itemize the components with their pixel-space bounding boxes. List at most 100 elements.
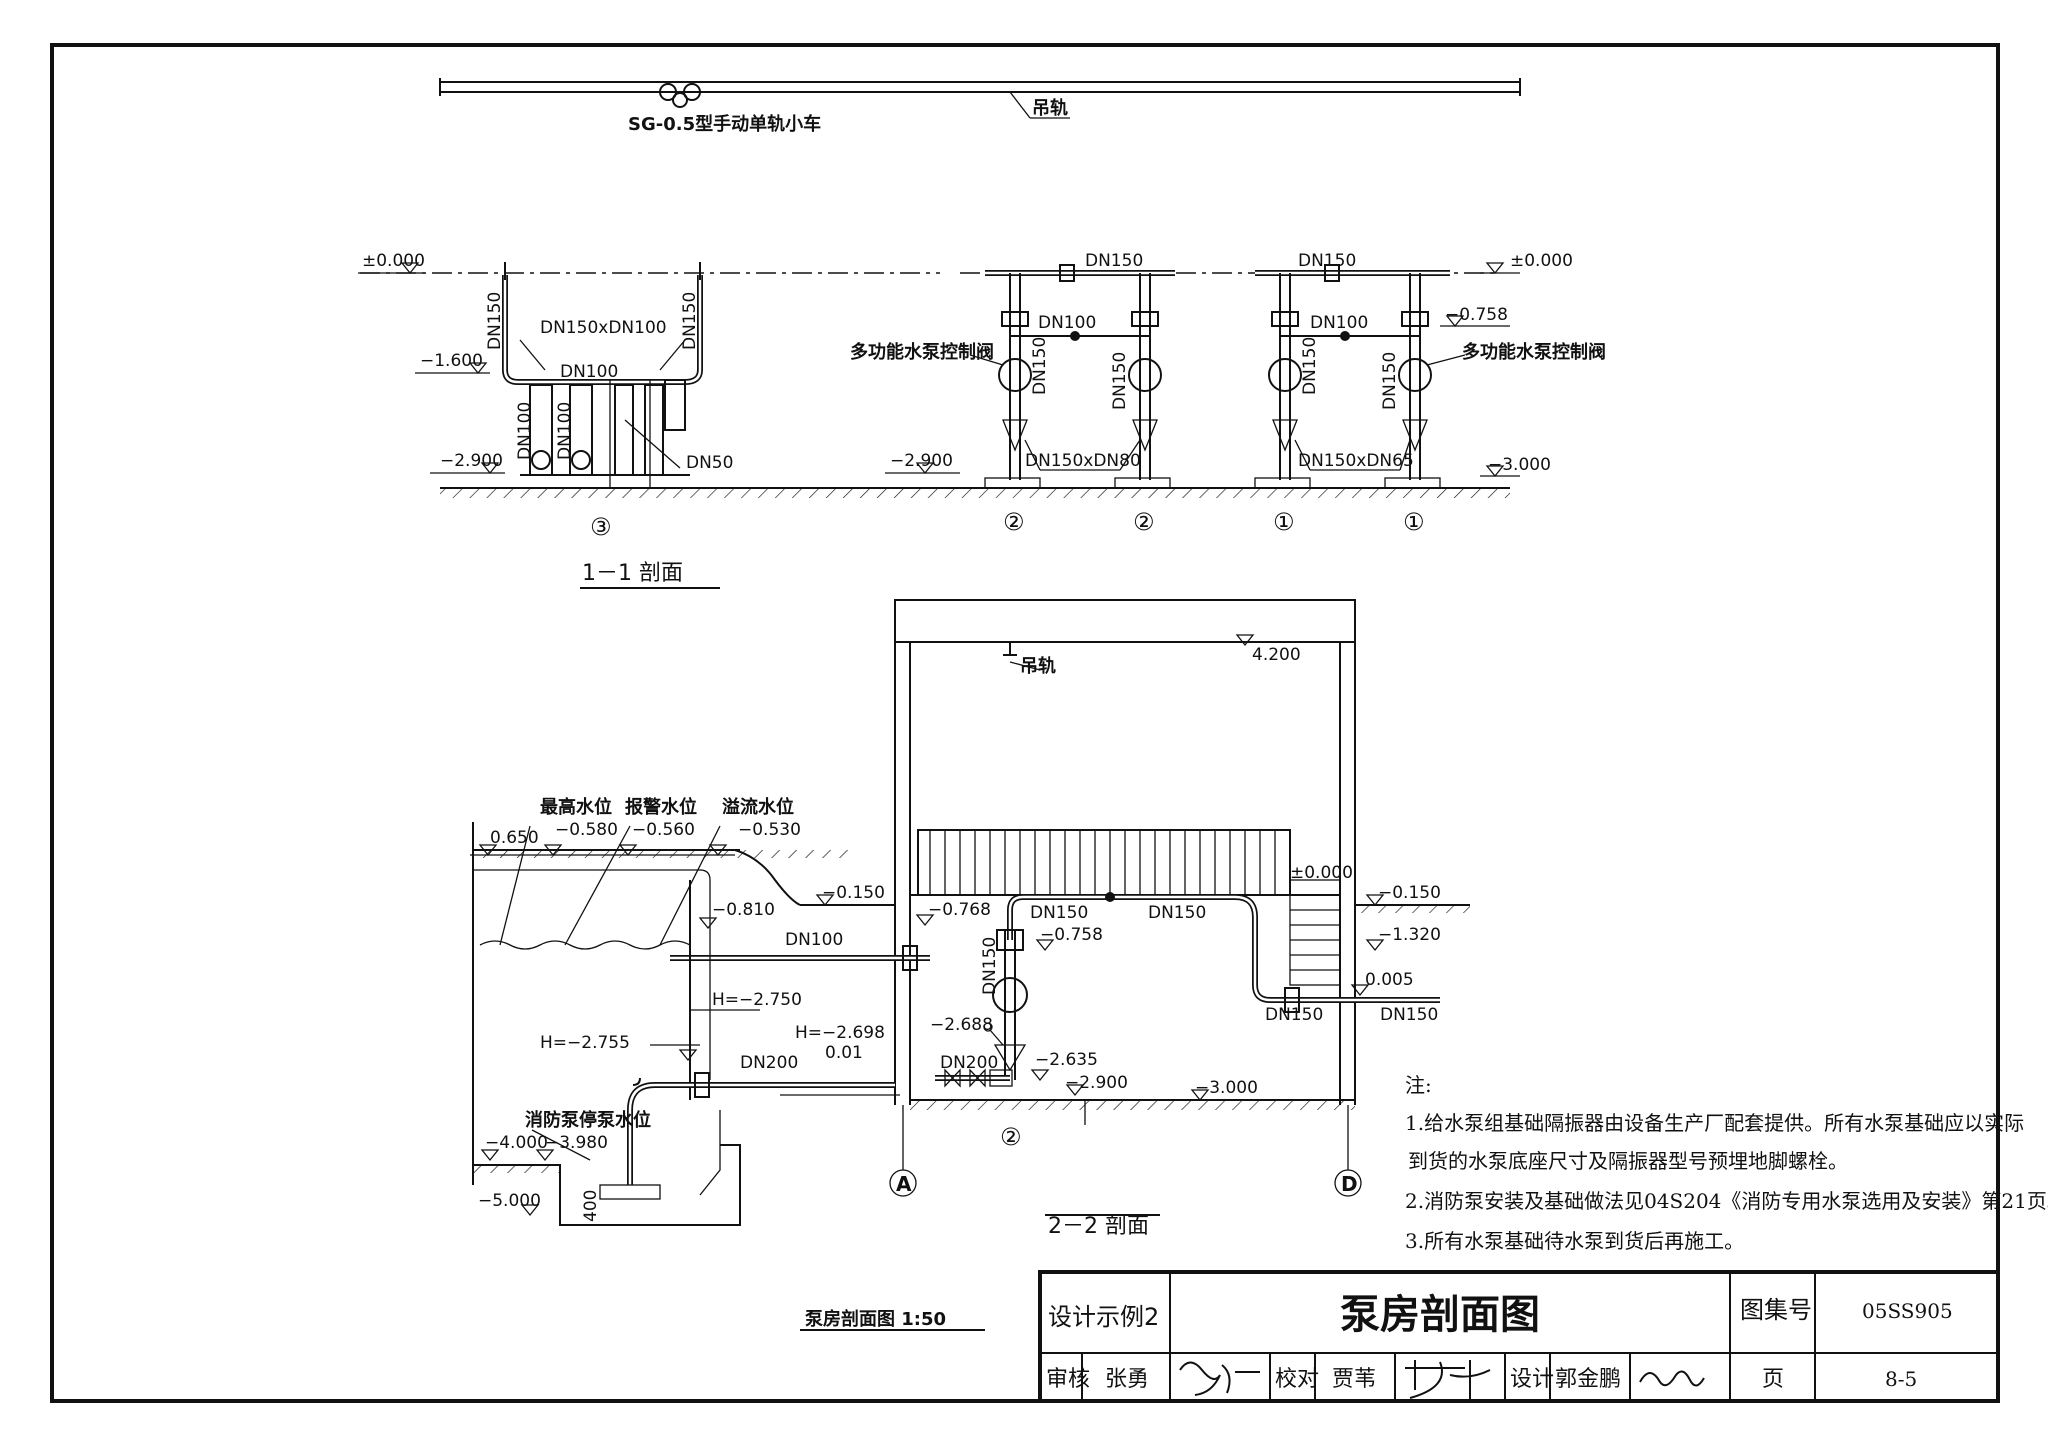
pump-group-3 — [520, 379, 690, 488]
elev-0150-b: −0.150 — [1378, 883, 1441, 903]
design-name: 郭金鹏 — [1555, 1367, 1621, 1392]
dim-400: 400 — [581, 1190, 601, 1222]
drawing-caption: 泵房剖面图 1:50 — [805, 1308, 946, 1330]
top-rail — [439, 78, 1521, 119]
title-block — [1038, 1270, 2000, 1403]
pump-group-1-2 — [969, 264, 1466, 489]
trolley-icon — [659, 83, 701, 108]
pump-marker-2a: ② — [1003, 508, 1025, 536]
pipe-dn150-v: DN150 — [980, 937, 1000, 995]
trolley-label: SG-0.5型手动单轨小车 — [628, 113, 821, 135]
elev-0650: 0.650 — [490, 828, 539, 848]
pipe-dn150-out1: DN150 — [1265, 1005, 1323, 1025]
design-example-label: 设计示例2 — [1048, 1303, 1159, 1331]
page-label: 页 — [1762, 1367, 1784, 1392]
elev-minus-2900-a: −2.900 — [440, 451, 503, 471]
drawing-title: 泵房剖面图 — [1340, 1292, 1540, 1338]
atlas-number: 05SS905 — [1862, 1299, 1953, 1323]
pipe-dn150-top-a: DN150 — [1085, 251, 1143, 271]
elev-minus-3000: −3.000 — [1488, 455, 1551, 475]
review-name: 张勇 — [1105, 1367, 1149, 1392]
elev-2900: −2.900 — [1065, 1073, 1128, 1093]
elev-2688: −2.688 — [930, 1015, 993, 1035]
pump-marker-1a: ① — [1273, 508, 1295, 536]
elev-minus-1600: −1.600 — [420, 351, 483, 371]
pipe-dn100-mid-a: DN100 — [1038, 313, 1096, 333]
pipe-dn150-b: DN150 — [1148, 903, 1206, 923]
valve-label-left: 多功能水泵控制阀 — [850, 341, 994, 363]
pipe-dn100-2: DN100 — [785, 930, 843, 950]
elev-0005: 0.005 — [1365, 970, 1414, 990]
elev-0758: −0.758 — [1040, 925, 1103, 945]
elev-2635: −2.635 — [1035, 1050, 1098, 1070]
pipe-dn100-mid-b: DN100 — [1310, 313, 1368, 333]
valve-label-right: 多功能水泵控制阀 — [1462, 341, 1606, 363]
elev-zero-right: ±0.000 — [1510, 251, 1573, 271]
pump-marker-2b: ② — [1133, 508, 1155, 536]
pipe-dn50: DN50 — [686, 453, 733, 473]
elev-4200: 4.200 — [1252, 645, 1301, 665]
elev-minus-2900-b: −2.900 — [890, 451, 953, 471]
notes-heading: 注: — [1405, 1073, 1432, 1097]
elev-0768: −0.768 — [928, 900, 991, 920]
elev-minus-0758: −0.758 — [1445, 305, 1508, 325]
page-number: 8-5 — [1885, 1367, 1917, 1391]
elev-3000: −3.000 — [1195, 1078, 1258, 1098]
pipe-dn150-v1: DN150 — [1030, 337, 1050, 395]
review-label: 审核 — [1046, 1367, 1090, 1392]
rail-label-section: 吊轨 — [1020, 655, 1056, 677]
elev-0810: −0.810 — [712, 900, 775, 920]
pipe-dn150xdn100: DN150xDN100 — [540, 318, 667, 338]
elev-zero: ±0.000 — [1290, 863, 1353, 883]
water-level-alarm: 报警水位 — [625, 796, 697, 818]
elev-zero-left: ±0.000 — [362, 251, 425, 271]
water-level-fire-stop: 消防泵停泵水位 — [525, 1109, 651, 1131]
elev-h2750: H=−2.750 — [712, 990, 802, 1010]
pipe-dn150xdn80: DN150xDN80 — [1025, 451, 1141, 471]
elev-3980: −3.980 — [545, 1133, 608, 1153]
pipe-dn150-top-b: DN150 — [1298, 251, 1356, 271]
rail-label-top: 吊轨 — [1032, 97, 1068, 119]
note-line-3: 2.消防泵安装及基础做法见04S204《消防专用水泵选用及安装》第21页。 — [1405, 1189, 2048, 1213]
elev-h2698: H=−2.698 — [795, 1023, 885, 1043]
pipe-dn200-b: DN200 — [940, 1053, 998, 1073]
checker-signature — [1405, 1360, 1491, 1400]
note-line-4: 3.所有水泵基础待水泵到货后再施工。 — [1405, 1229, 1744, 1253]
elev-4000: −4.000 — [485, 1133, 548, 1153]
note-line-2: 到货的水泵底座尺寸及隔振器型号预埋地脚螺栓。 — [1408, 1149, 1848, 1173]
check-name: 贾苇 — [1332, 1367, 1376, 1392]
pipe-dn150-a: DN150 — [1030, 903, 1088, 923]
elev-0150-a: −0.150 — [822, 883, 885, 903]
section-2-2 — [470, 599, 1470, 1331]
note-line-1: 1.给水泵组基础隔振器由设备生产厂配套提供。所有水泵基础应以实际 — [1405, 1111, 2024, 1135]
pipe-dn150xdn65: DN150xDN65 — [1298, 451, 1414, 471]
section-2-2-title: 2－2 剖面 — [1048, 1214, 1149, 1239]
axis-d-label: D — [1341, 1172, 1358, 1196]
pipe-dn150-v3: DN150 — [1300, 337, 1320, 395]
axis-a-label: A — [896, 1172, 912, 1196]
slope-001: 0.01 — [825, 1043, 863, 1063]
pipe-dn150-v4: DN150 — [1380, 352, 1400, 410]
reviewer-signature — [1179, 1361, 1260, 1396]
design-label: 设计 — [1510, 1367, 1554, 1392]
atlas-label: 图集号 — [1740, 1296, 1812, 1324]
designer-signature — [1639, 1370, 1705, 1387]
pipe-dn150-out2: DN150 — [1380, 1005, 1438, 1025]
water-level-overflow: 溢流水位 — [722, 796, 794, 818]
pipe-dn150-right: DN150 — [680, 292, 700, 350]
elev-0580: −0.580 — [555, 820, 618, 840]
water-level-max: 最高水位 — [540, 796, 612, 818]
elev-h2755: H=−2.755 — [540, 1033, 630, 1053]
pump-marker-3: ③ — [590, 513, 612, 541]
pump-marker-2-section: ② — [1000, 1123, 1022, 1151]
pipe-dn100-b: DN100 — [515, 402, 535, 460]
elev-1320: −1.320 — [1378, 925, 1441, 945]
elev-5000: −5.000 — [478, 1191, 541, 1211]
elev-0530: −0.530 — [738, 820, 801, 840]
pipe-dn100-a: DN100 — [560, 362, 618, 382]
pipe-dn100-c: DN100 — [555, 402, 575, 460]
pipe-dn150-left: DN150 — [485, 292, 505, 350]
section-1-1-title: 1－1 剖面 — [582, 561, 683, 586]
elev-0560: −0.560 — [632, 820, 695, 840]
